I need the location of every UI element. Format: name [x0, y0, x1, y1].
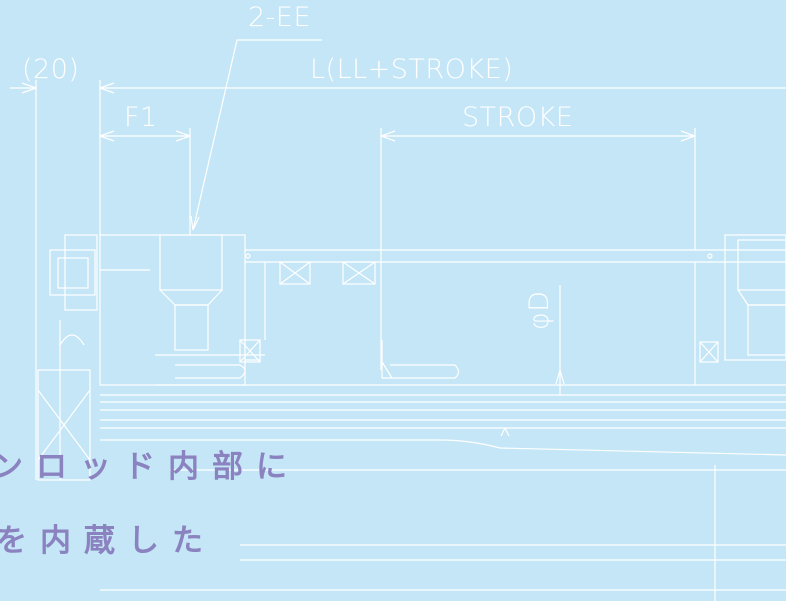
caption-line-1: ンロッド内部に [0, 449, 300, 485]
bore-label: φD [524, 290, 555, 330]
leader-ports [192, 39, 322, 231]
ports-label: 2-EE [248, 2, 312, 33]
flange-label: F1 [124, 102, 158, 133]
offset-label: (20) [22, 54, 80, 85]
stroke-label: STROKE [462, 102, 574, 133]
caption-line-2: を内蔵した [0, 523, 216, 559]
overall-length-label: L(LL+STROKE) [310, 54, 514, 85]
rod-cover [724, 234, 786, 361]
head-cover [99, 234, 246, 386]
bearing-right [342, 261, 376, 285]
bearing-left [279, 261, 311, 285]
